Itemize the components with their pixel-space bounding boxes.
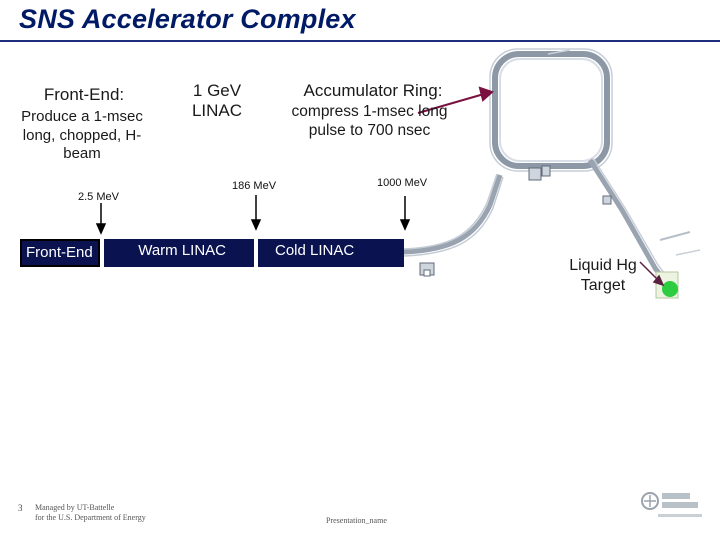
target-marker xyxy=(662,281,678,297)
ring-description: compress 1-msec long pulse to 700 nsec xyxy=(291,103,448,139)
hebt-line xyxy=(403,174,503,255)
service-building xyxy=(419,165,612,277)
ring-arrow xyxy=(417,86,494,114)
target-building xyxy=(655,271,679,299)
target-label: Liquid Hg Target xyxy=(569,257,637,294)
energy-label-warm-linac: 186 MeV xyxy=(232,180,277,192)
energy-label-front-end: 2.5 MeV xyxy=(78,191,119,203)
front-end-title: Front-End: xyxy=(43,85,125,104)
managed-line-2: for the U.S. Department of Energy xyxy=(35,512,146,522)
managed-by-note: Managed by UT-Battelle for the U.S. Depa… xyxy=(35,503,146,522)
energy-markers xyxy=(95,195,411,235)
energy-label-cold-linac: 1000 MeV xyxy=(377,177,428,189)
cold-linac-segment: Cold LINAC xyxy=(258,239,404,267)
warm-linac-segment: Warm LINAC xyxy=(104,239,254,267)
oak-ridge-logo-icon xyxy=(641,492,702,517)
title-divider xyxy=(0,40,720,42)
presentation-name: Presentation_name xyxy=(326,516,387,525)
page-title: SNS Accelerator Complex xyxy=(19,4,356,34)
target-arrow xyxy=(639,261,665,287)
front-end-description: Produce a 1-msec long, chopped, H- beam xyxy=(21,108,143,162)
linac-title: 1 GeV LINAC xyxy=(191,81,243,120)
accumulator-ring xyxy=(489,48,613,172)
front-end-segment: Front-End xyxy=(20,239,100,267)
ring-title: Accumulator Ring: xyxy=(303,81,443,100)
managed-line-1: Managed by UT-Battelle xyxy=(35,503,115,512)
page-number: 3 xyxy=(18,503,23,513)
